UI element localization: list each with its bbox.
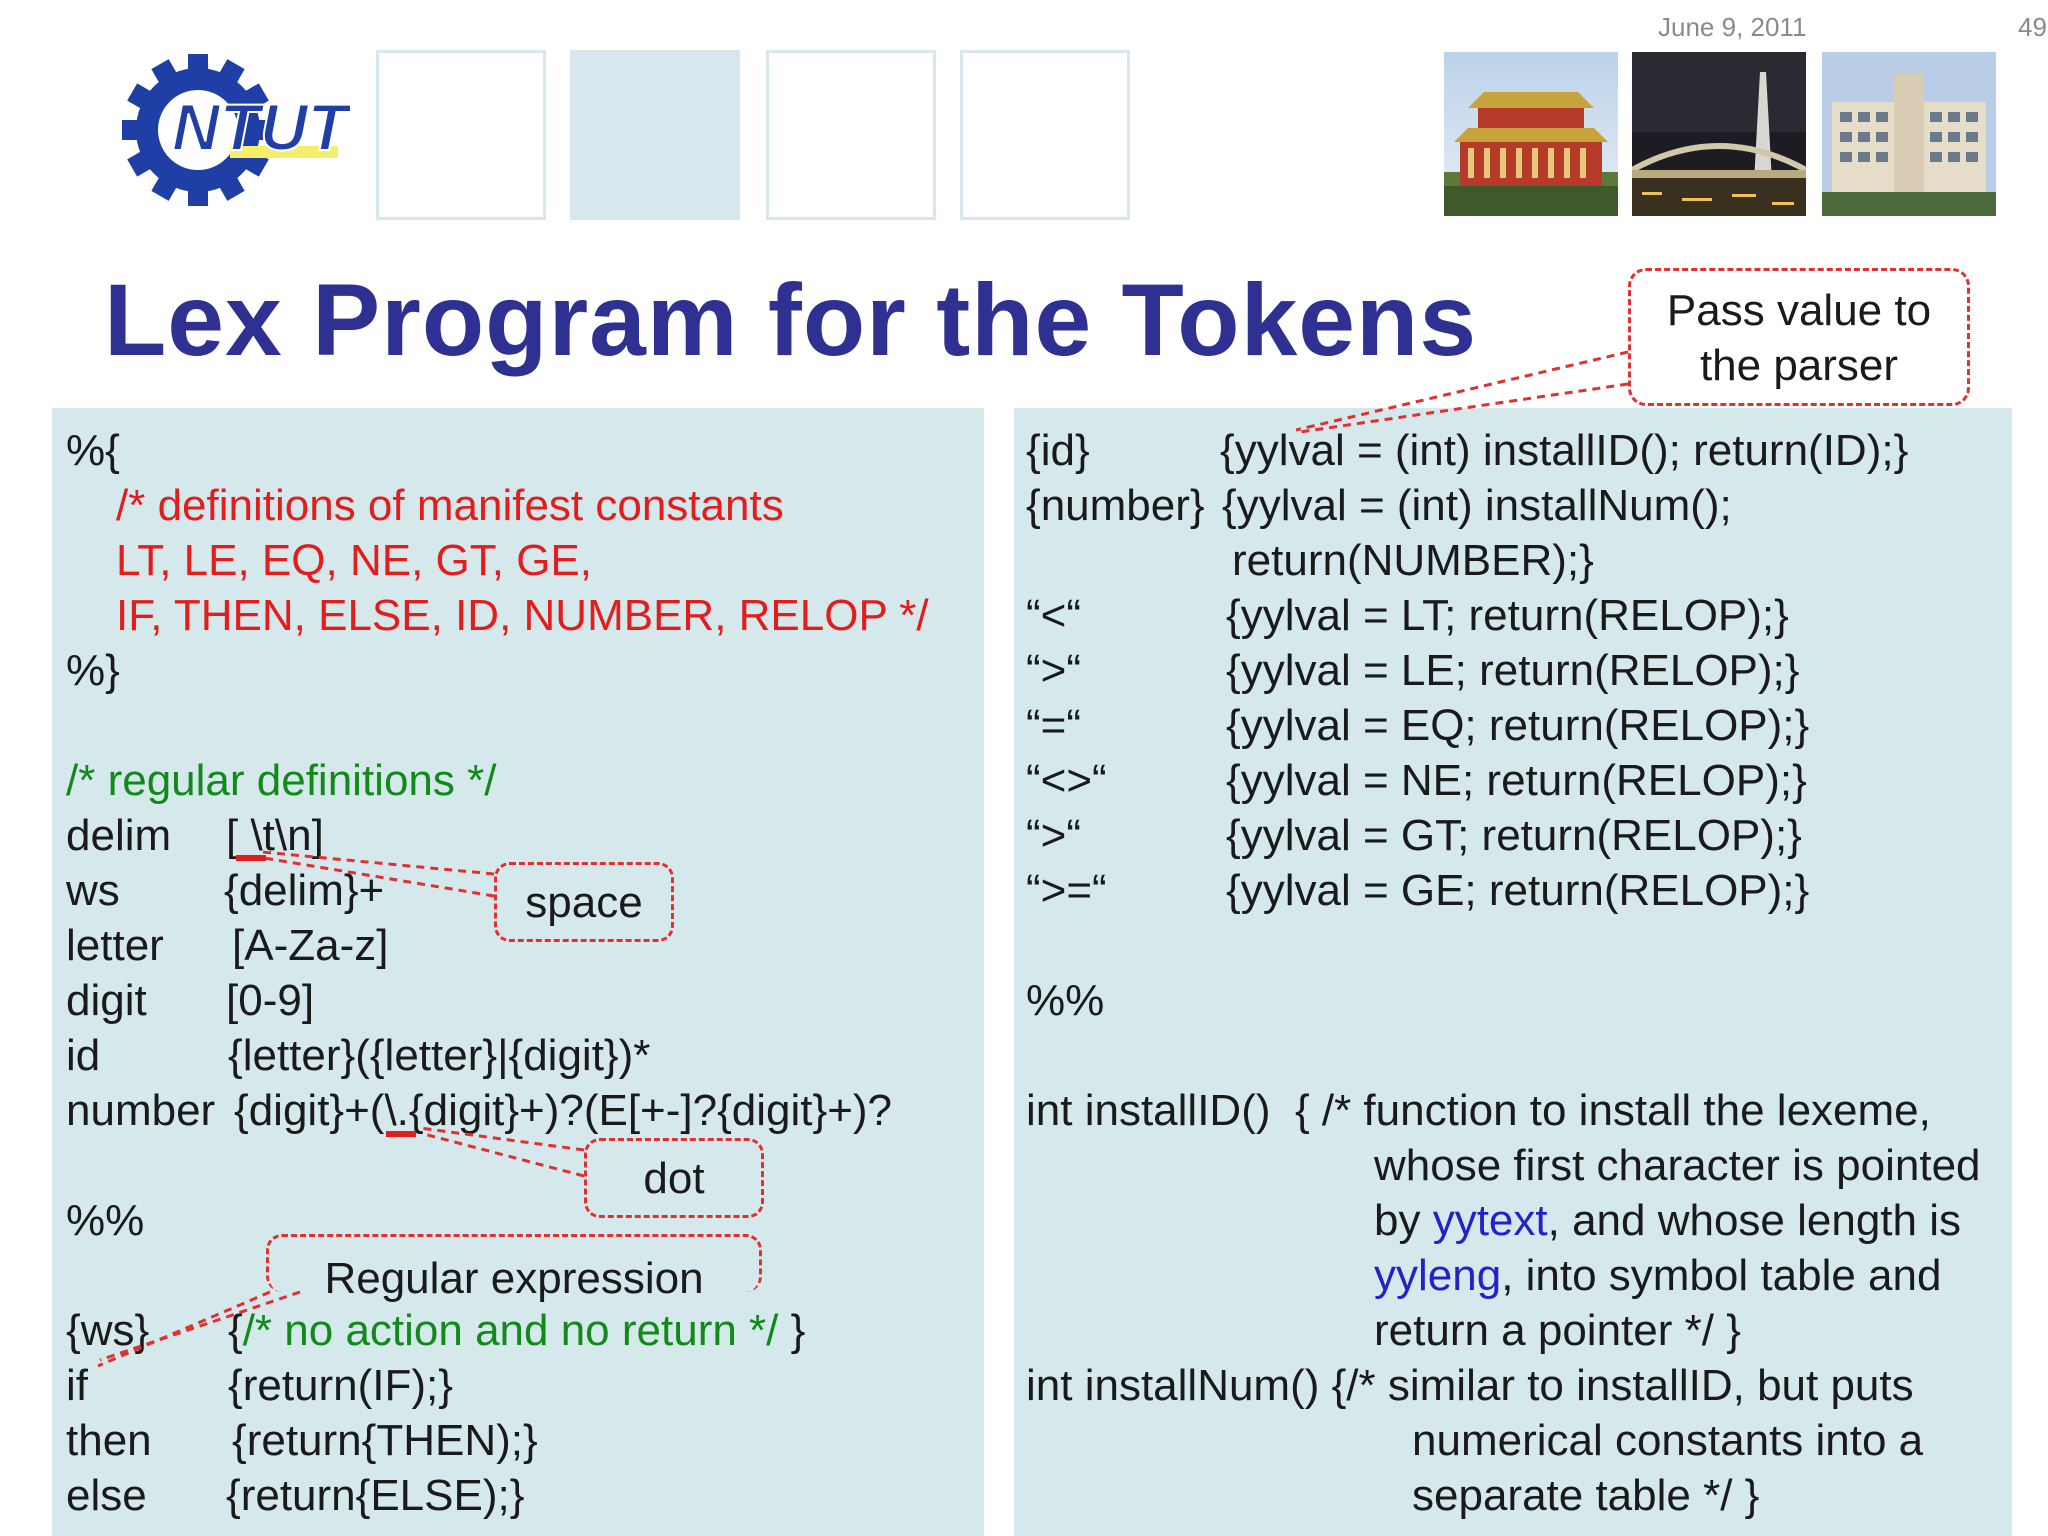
rule-pattern: “>“ xyxy=(1026,646,1081,695)
space-callout: space xyxy=(494,862,674,942)
slide-title: Lex Program for the Tokens xyxy=(104,263,1478,377)
grand-hotel-photo xyxy=(1444,52,1618,216)
installid-comment-line: whose first character is pointed xyxy=(1374,1141,1981,1190)
regular-definitions-comment: /* regular definitions */ xyxy=(66,756,497,805)
rule-action: {yylval = (int) installNum(); xyxy=(1222,481,1732,530)
definition-value: [ \t\n] xyxy=(226,811,324,860)
rule-action: {yylval = LE; return(RELOP);} xyxy=(1226,646,1800,695)
header-deco-box-4 xyxy=(960,50,1130,220)
dot-callout: dot xyxy=(584,1138,764,1218)
rule-action: {yylval = LT; return(RELOP);} xyxy=(1226,591,1789,640)
rule-action: {yylval = (int) installID(); return(ID);… xyxy=(1220,426,1909,475)
header-deco-box-3 xyxy=(766,50,936,220)
installid-comment-line: return a pointer */ } xyxy=(1374,1306,1741,1355)
definition-value: [0-9] xyxy=(226,976,315,1025)
rule-action: {yylval = GE; return(RELOP);} xyxy=(1226,866,1810,915)
callout-line: Pass value to xyxy=(1666,286,1932,335)
installnum-function-line: int installNum() {/* similar to installI… xyxy=(1026,1361,1914,1410)
definition-name: delim xyxy=(66,811,172,860)
constants-comment-line: IF, THEN, ELSE, ID, NUMBER, RELOP */ xyxy=(116,591,929,640)
definition-value: {digit}+(\.{digit}+)?(E[+-]?{digit}+)? xyxy=(234,1086,893,1135)
lex-open-delimiter: %{ xyxy=(66,426,120,475)
rule-action: {return(IF);} xyxy=(228,1361,453,1410)
rule-action: {return{ELSE);} xyxy=(226,1471,525,1520)
rule-action: {return{THEN);} xyxy=(232,1416,538,1465)
definition-value: {delim}+ xyxy=(224,866,385,915)
definition-name: letter xyxy=(66,921,164,970)
definition-value: {letter}({letter}|{digit})* xyxy=(228,1031,651,1080)
lex-close-delimiter: %} xyxy=(66,646,120,695)
rule-pattern: {number} xyxy=(1026,481,1205,530)
page-number: 49 xyxy=(2018,12,2047,42)
header-deco-box-1 xyxy=(376,50,546,220)
rule-action: {yylval = GT; return(RELOP);} xyxy=(1226,811,1802,860)
definition-name: digit xyxy=(66,976,147,1025)
right-code-panel xyxy=(1014,408,2012,1536)
slide-date: June 9, 2011 xyxy=(1658,12,1807,42)
constants-comment-line: LT, LE, EQ, NE, GT, GE, xyxy=(116,536,592,585)
rule-pattern: {ws} xyxy=(66,1306,150,1355)
definition-value: [A-Za-z] xyxy=(232,921,389,970)
header-deco-box-2 xyxy=(570,50,740,220)
definition-name: number xyxy=(66,1086,216,1135)
installnum-comment-line: separate table */ } xyxy=(1412,1471,1760,1520)
gear-logo-icon: NTUT xyxy=(122,54,354,206)
rule-pattern: “>=“ xyxy=(1026,866,1107,915)
constants-comment-line: /* definitions of manifest constants xyxy=(116,481,784,530)
rule-action: {/* no action and no return */ } xyxy=(228,1306,806,1355)
rule-pattern: “<“ xyxy=(1026,591,1081,640)
yytext-keyword: yytext xyxy=(1432,1196,1548,1245)
yyleng-keyword: yyleng xyxy=(1374,1251,1502,1300)
definition-name: id xyxy=(66,1031,101,1080)
rule-action: return(NUMBER);} xyxy=(1232,536,1594,585)
callout-line: the parser xyxy=(1699,341,1899,390)
pass-value-callout: Pass value to the parser xyxy=(1628,268,1970,406)
campus-building-photo xyxy=(1822,52,1996,216)
rule-pattern: “>“ xyxy=(1026,811,1081,860)
bridge-night-photo xyxy=(1632,52,1806,216)
rule-pattern: if xyxy=(66,1361,88,1410)
user-code-separator: %% xyxy=(1026,976,1105,1025)
university-logo: NTUT xyxy=(110,50,354,210)
rule-pattern: “=“ xyxy=(1026,701,1081,750)
svg-text:NTUT: NTUT xyxy=(172,90,350,164)
installid-comment-line: by yytext, and whose length is xyxy=(1374,1196,1962,1245)
rule-pattern: “<>“ xyxy=(1026,756,1107,805)
installid-comment-line: yyleng, into symbol table and xyxy=(1374,1251,1942,1300)
rule-action: {yylval = NE; return(RELOP);} xyxy=(1226,756,1807,805)
rule-pattern: then xyxy=(66,1416,152,1465)
rule-pattern: {id} xyxy=(1026,426,1090,475)
rule-action: {yylval = EQ; return(RELOP);} xyxy=(1226,701,1810,750)
rule-pattern: else xyxy=(66,1471,147,1520)
installnum-comment-line: numerical constants into a xyxy=(1412,1416,1924,1465)
definition-name: ws xyxy=(66,866,120,915)
regular-expression-callout: Regular expression xyxy=(266,1234,762,1303)
installid-function-line: int installID() { /* function to install… xyxy=(1026,1086,1931,1135)
rules-separator: %% xyxy=(66,1196,145,1245)
